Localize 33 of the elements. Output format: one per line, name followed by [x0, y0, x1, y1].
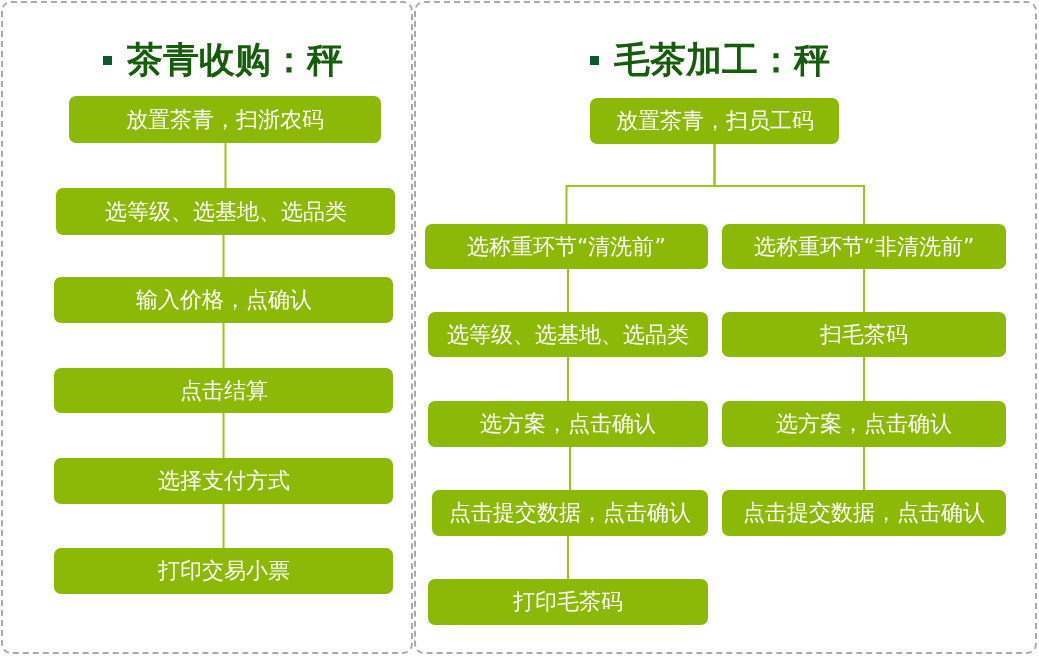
connector-line — [222, 322, 225, 369]
connector-line — [569, 446, 571, 491]
process-box: 点击提交数据，点击确认 — [722, 490, 1006, 536]
process-box: 选方案，点击确认 — [722, 401, 1006, 447]
process-box: 选方案，点击确认 — [428, 401, 708, 447]
connector-line — [567, 356, 569, 402]
process-box: 放置茶青，扫员工码 — [590, 98, 839, 144]
process-box: 选择支付方式 — [54, 458, 393, 504]
panel-heading: 毛茶加工：秤 — [614, 40, 830, 80]
connector-line — [224, 142, 227, 189]
process-box: 输入价格，点确认 — [54, 277, 393, 323]
connector-line — [222, 503, 225, 549]
process-box: 打印交易小票 — [54, 548, 393, 594]
process-box: 选等级、选基地、选品类 — [56, 188, 395, 235]
dashed-panel — [414, 1, 1037, 654]
process-box: 选等级、选基地、选品类 — [428, 312, 708, 357]
connector-line — [863, 446, 865, 491]
connector-line — [863, 356, 865, 402]
process-box: 扫毛茶码 — [722, 312, 1006, 357]
process-box: 点击结算 — [54, 368, 393, 413]
connector-line — [567, 535, 569, 580]
connector-line — [713, 143, 865, 225]
connector-line — [863, 268, 865, 313]
dashed-panel — [1, 1, 413, 654]
process-box: 选称重环节“非清洗前” — [722, 224, 1006, 269]
process-box: 点击提交数据，点击确认 — [432, 490, 708, 536]
connector-line — [222, 412, 225, 459]
process-box: 选称重环节“清洗前” — [425, 224, 708, 269]
process-box: 放置茶青，扫浙农码 — [69, 96, 381, 143]
panel-heading: 茶青收购：秤 — [127, 40, 343, 80]
process-box: 打印毛茶码 — [428, 579, 708, 625]
connector-line — [567, 268, 569, 313]
connector-line — [222, 234, 225, 278]
